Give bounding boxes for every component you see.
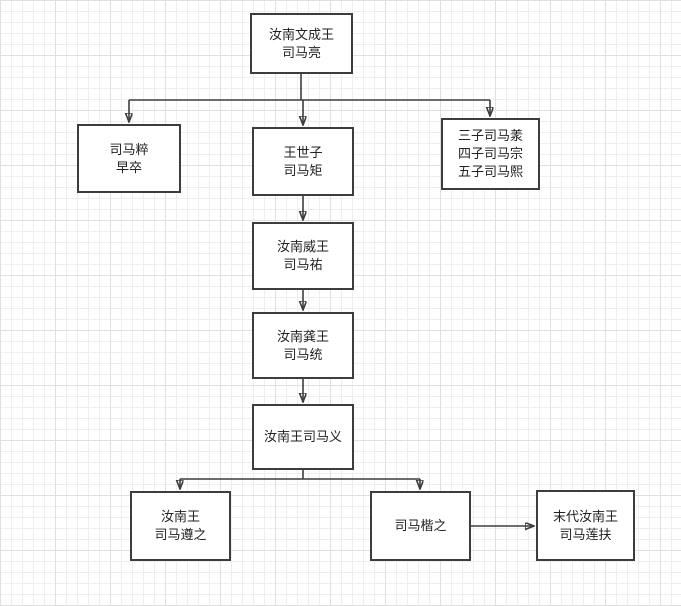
node-sima-tong: 汝南龚王 司马统 xyxy=(252,312,354,379)
node-sima-liang-label: 汝南文成王 司马亮 xyxy=(268,26,334,60)
node-sima-yi-label: 汝南王司马义 xyxy=(263,429,342,444)
node-sons-3-4-5: 三子司马羕 四子司马宗 五子司马熙 xyxy=(441,118,540,190)
node-sima-kaizhi-label: 司马楷之 xyxy=(394,518,447,533)
node-sima-cui-label: 司马粹 早卒 xyxy=(109,141,149,175)
node-sima-yi: 汝南王司马义 xyxy=(252,404,354,470)
node-sima-ju-label: 王世子 司马矩 xyxy=(283,144,323,178)
node-sons-3-4-5-label: 三子司马羕 四子司马宗 五子司马熙 xyxy=(457,128,523,179)
node-sima-zunzhi-label: 汝南王 司马遵之 xyxy=(154,509,207,542)
node-sima-you: 汝南威王 司马祐 xyxy=(252,222,354,290)
node-sima-lianfu-label: 末代汝南王 司马莲扶 xyxy=(552,508,618,542)
node-sima-zunzhi: 汝南王 司马遵之 xyxy=(130,491,231,561)
node-sima-liang: 汝南文成王 司马亮 xyxy=(250,13,353,74)
node-sima-kaizhi: 司马楷之 xyxy=(370,491,471,561)
node-sima-cui: 司马粹 早卒 xyxy=(77,124,181,193)
node-sima-lianfu: 末代汝南王 司马莲扶 xyxy=(536,490,635,561)
node-sima-ju: 王世子 司马矩 xyxy=(252,127,354,196)
node-sima-tong-label: 汝南龚王 司马统 xyxy=(276,328,329,362)
node-sima-you-label: 汝南威王 司马祐 xyxy=(276,239,329,272)
